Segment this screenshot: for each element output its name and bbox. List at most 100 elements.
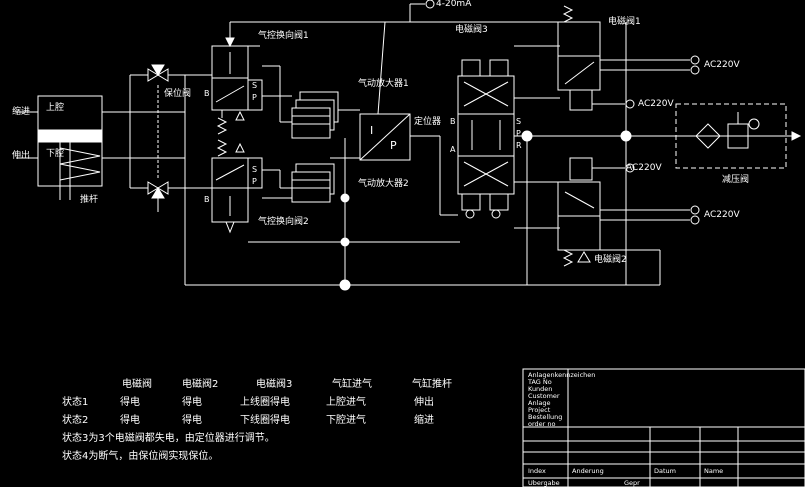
state-table-header: 气缸推杆 — [412, 379, 452, 390]
ac-label-4: AC220V — [704, 210, 740, 220]
state-cell: 上腔进气 — [326, 397, 366, 408]
positioner-body — [359, 113, 411, 161]
cylinder-upper-label: 上腔 — [46, 103, 65, 113]
state-table-header: 气缸进气 — [332, 379, 372, 390]
title-bottom: Ubergabe — [528, 479, 560, 487]
state-note: 状态4为断气，由保位阀实现保位。 — [62, 451, 219, 462]
ac-label-2: AC220V — [638, 99, 674, 109]
port-label: B — [204, 195, 210, 204]
valve-triangle — [147, 68, 159, 82]
valve-block — [247, 157, 263, 189]
title-field: Customer — [528, 392, 560, 400]
port-label: A — [450, 145, 456, 154]
booster-shadow — [295, 163, 335, 195]
terminal — [690, 215, 700, 225]
booster-shadow — [299, 91, 339, 123]
spring — [216, 117, 228, 135]
state-note: 状态3为3个电磁阀都失电，由定位器进行调节。 — [62, 433, 275, 444]
port-label: S — [516, 117, 522, 126]
port-label: R — [516, 141, 522, 150]
title-field: Bestellung — [528, 413, 563, 421]
solenoid-valve-2 — [557, 157, 700, 285]
valve-triangle — [147, 181, 159, 195]
state-cell: 上线圈得电 — [240, 397, 290, 408]
state-table-header: 电磁阀2 — [182, 379, 219, 390]
solenoid-valve-3 — [440, 59, 515, 219]
port-label: P — [252, 177, 257, 186]
ac-label-1: AC220V — [704, 60, 740, 70]
flow-arrow — [215, 85, 245, 103]
pilot-valve-2-label: 气控换向阀2 — [258, 217, 309, 227]
coil — [569, 89, 593, 111]
state-cell: 下线圈得电 — [240, 415, 290, 426]
arrow — [791, 131, 802, 141]
flow-arrow — [463, 81, 509, 107]
exhaust — [235, 142, 245, 153]
title-footer: Name — [704, 467, 724, 475]
booster-1 — [291, 91, 339, 139]
terminal — [491, 209, 501, 219]
pilot-valve-2 — [211, 139, 263, 234]
title-block-frame — [522, 368, 805, 487]
title-field: Kunden — [528, 385, 553, 393]
spring — [562, 5, 574, 23]
valve-triangle — [151, 64, 165, 76]
port-label: B — [450, 117, 456, 126]
port-label: S — [252, 165, 258, 174]
valve-block — [457, 75, 515, 195]
flow-arrow — [463, 161, 509, 187]
port-label: S — [252, 81, 258, 90]
title-footer: Anderung — [572, 467, 604, 475]
coil — [489, 193, 509, 211]
flow-arrow — [215, 164, 245, 181]
booster-2-label: 气动放大器2 — [358, 179, 409, 189]
ip-i-label: I — [370, 124, 374, 137]
solenoid-3-label: 电磁阀3 — [455, 25, 488, 35]
filter-diamond — [695, 123, 721, 149]
terminal — [625, 163, 635, 173]
hold-valve — [129, 64, 212, 212]
gauge — [748, 118, 760, 130]
title-field: Project — [528, 406, 551, 414]
state-cell: 缩进 — [414, 415, 434, 426]
spring — [216, 139, 228, 157]
valve-block — [247, 79, 263, 111]
cylinder-lower-label: 下腔 — [46, 149, 65, 159]
positioner-label: 定位器 — [414, 117, 442, 127]
terminal — [625, 99, 635, 109]
spring — [562, 249, 574, 267]
terminal — [465, 209, 475, 219]
signal-label: 4-20mA — [436, 0, 472, 9]
state-row-label: 状态2 — [62, 415, 89, 426]
positioner — [359, 21, 441, 215]
state-cell: 得电 — [120, 397, 140, 408]
cylinder-shrink-label: 缩进 — [12, 107, 31, 117]
flow-arrow — [564, 61, 595, 85]
booster-shadow — [295, 99, 335, 131]
positioner-diagonal — [359, 113, 411, 161]
booster-2 — [291, 163, 335, 203]
state-cell: 伸出 — [414, 397, 434, 408]
title-field: TAG No — [528, 378, 552, 386]
title-field: Anlage — [528, 399, 551, 407]
state-cell: 下腔进气 — [326, 415, 366, 426]
title-footer: Index — [528, 467, 546, 475]
port-label: P — [252, 93, 257, 102]
state-cell: 得电 — [120, 415, 140, 426]
state-table-header: 电磁阀3 — [256, 379, 293, 390]
reducer-box — [675, 103, 787, 169]
solenoid-1-label: 电磁阀1 — [608, 17, 641, 27]
state-table-header: 电磁阀 — [122, 379, 152, 390]
ip-p-label: P — [390, 139, 397, 152]
flow-arrow — [564, 191, 595, 209]
junction — [340, 193, 350, 203]
title-footer: Datum — [654, 467, 676, 475]
coil — [569, 157, 593, 181]
exhaust — [235, 110, 245, 121]
terminal — [690, 205, 700, 215]
signal-line — [377, 21, 386, 115]
pilot-valve-1 — [211, 22, 263, 135]
title-field: order no — [528, 420, 556, 428]
